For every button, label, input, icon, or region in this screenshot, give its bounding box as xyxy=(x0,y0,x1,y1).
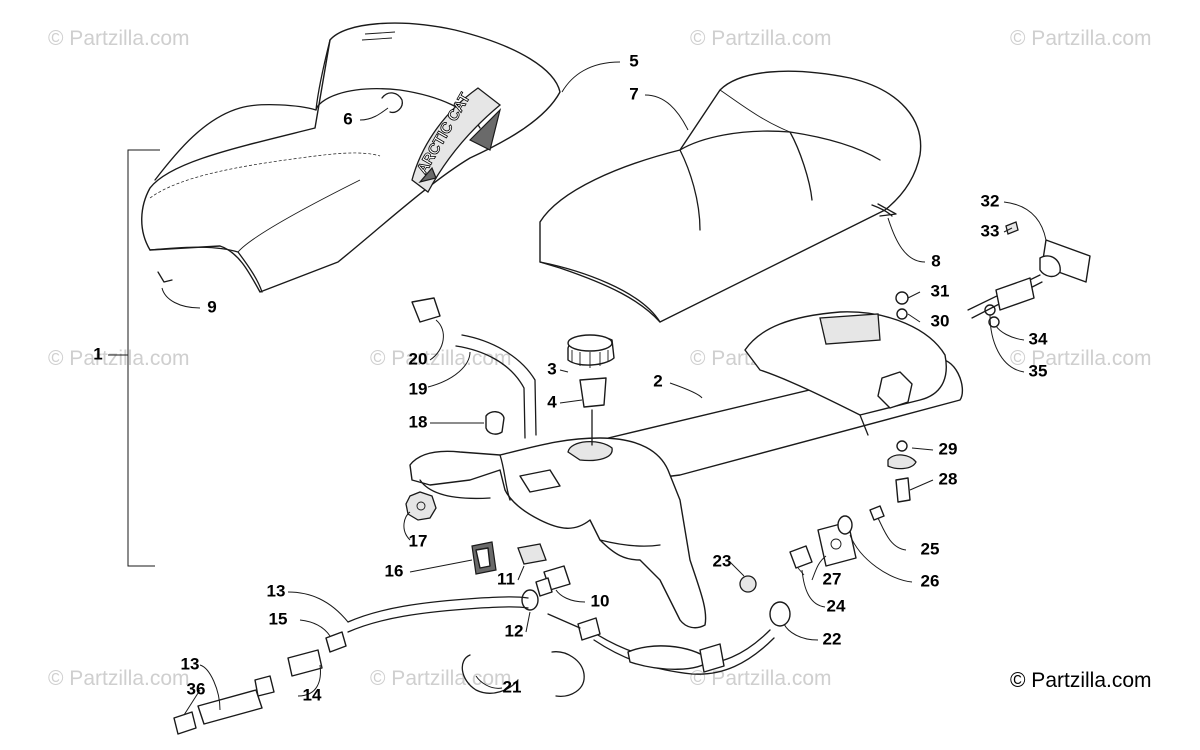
callout-11: 11 xyxy=(497,569,515,588)
fuel-tank xyxy=(409,437,707,629)
callout-13: 13 xyxy=(181,654,200,673)
watermark: © Partzilla.com xyxy=(370,667,512,690)
watermark: © Partzilla.com xyxy=(48,27,190,50)
callout-13: 13 xyxy=(267,581,286,600)
callout-16: 16 xyxy=(385,561,404,580)
callout-17: 17 xyxy=(409,531,428,550)
callout-27: 27 xyxy=(823,569,842,588)
leader-lines xyxy=(108,61,1047,716)
callout-29: 29 xyxy=(939,439,958,458)
callout-2: 2 xyxy=(653,371,662,390)
callout-12: 12 xyxy=(505,621,524,640)
callout-36: 36 xyxy=(187,679,206,698)
vent-hose xyxy=(411,297,537,439)
callout-3: 3 xyxy=(547,359,556,378)
watermark: © Partzilla.com xyxy=(1010,27,1152,50)
seat-base xyxy=(539,70,922,323)
callout-31: 31 xyxy=(931,281,950,300)
callout-15: 15 xyxy=(269,609,288,628)
gas-cap xyxy=(567,334,615,446)
callout-18: 18 xyxy=(409,412,428,431)
watermark: © Partzilla.com xyxy=(690,27,832,50)
copyright-text: © Partzilla.com xyxy=(1010,669,1152,692)
callout-33: 33 xyxy=(981,221,1000,240)
watermark: © Partzilla.com xyxy=(690,667,832,690)
drain-cable xyxy=(173,596,775,735)
watermark: © Partzilla.com xyxy=(48,347,190,370)
callouts: 1 2 3 4 5 6 7 8 9 10 11 12 13 13 14 15 1… xyxy=(93,51,1048,704)
callout-22: 22 xyxy=(823,629,842,648)
assembly-bracket xyxy=(127,149,160,567)
callout-21: 21 xyxy=(503,677,522,696)
callout-35: 35 xyxy=(1029,361,1048,380)
callout-25: 25 xyxy=(921,539,940,558)
watermark: © Partzilla.com xyxy=(1010,347,1152,370)
callout-5: 5 xyxy=(629,51,638,70)
callout-20: 20 xyxy=(409,349,428,368)
watermarks: © Partzilla.com © Partzilla.com © Partzi… xyxy=(48,27,1152,690)
callout-32: 32 xyxy=(981,191,1000,210)
callout-14: 14 xyxy=(303,685,322,704)
callout-28: 28 xyxy=(939,469,958,488)
callout-19: 19 xyxy=(409,379,428,398)
callout-34: 34 xyxy=(1029,329,1048,348)
callout-26: 26 xyxy=(921,571,940,590)
watermark: © Partzilla.com xyxy=(370,347,512,370)
callout-9: 9 xyxy=(207,297,216,316)
callout-30: 30 xyxy=(931,311,950,330)
callout-4: 4 xyxy=(547,392,557,411)
callout-23: 23 xyxy=(713,551,732,570)
small-parts xyxy=(157,203,1000,627)
callout-8: 8 xyxy=(931,251,940,270)
callout-24: 24 xyxy=(827,596,846,615)
watermark: © Partzilla.com xyxy=(48,667,190,690)
callout-7: 7 xyxy=(629,84,638,103)
callout-10: 10 xyxy=(591,591,610,610)
seat-latch xyxy=(967,221,1091,319)
callout-6: 6 xyxy=(343,109,352,128)
callout-1: 1 xyxy=(93,344,102,363)
seat-assembly: ARCTIC CAT xyxy=(141,22,561,293)
